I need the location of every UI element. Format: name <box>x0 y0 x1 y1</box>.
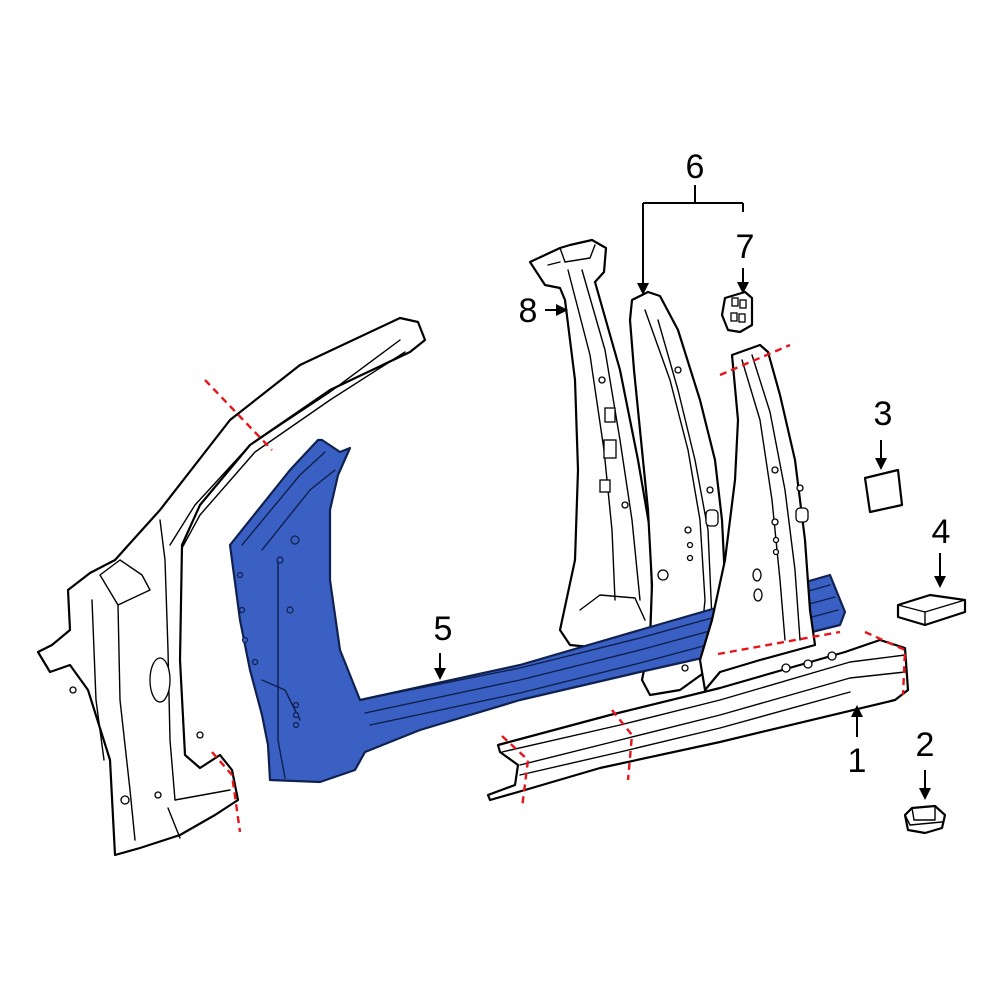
part-7-plate <box>720 290 754 334</box>
callout-4: 4 <box>932 513 951 551</box>
part-6-pillar-reinforcement <box>698 343 817 692</box>
callout-labels: 6 7 8 3 4 5 2 1 <box>434 148 951 780</box>
part-2-nut <box>903 804 947 835</box>
callout-leaders <box>434 185 946 800</box>
callout-1: 1 <box>848 742 867 780</box>
callout-6: 6 <box>686 148 705 186</box>
part-6-center-pillar <box>628 290 727 697</box>
callout-5: 5 <box>434 610 453 648</box>
part-4-block <box>896 593 967 627</box>
callout-7: 7 <box>736 228 755 266</box>
callout-8: 8 <box>519 292 538 330</box>
callout-3: 3 <box>874 395 893 433</box>
part-1-rocker-outer <box>486 630 910 809</box>
callout-2: 2 <box>916 726 935 764</box>
part-3-patch <box>863 468 904 514</box>
front-pillar-frame <box>36 316 427 857</box>
